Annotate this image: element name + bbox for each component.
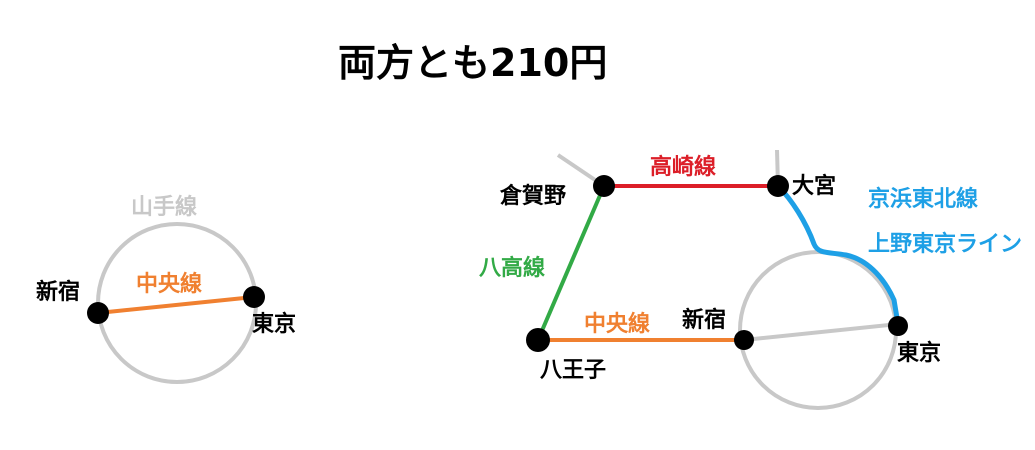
takasaki-line-label: 高崎線 — [650, 154, 716, 180]
station-marker-hachioji — [526, 328, 550, 352]
left-route-diagram: 山手線 中央線 新宿 東京 — [36, 194, 296, 384]
hachiko-line — [536, 185, 606, 341]
station-label-tokyo-right: 東京 — [897, 340, 941, 366]
station-label-tokyo-left: 東京 — [252, 311, 296, 337]
yamanote-loop-right — [738, 250, 898, 410]
station-label-shinjuku-left: 新宿 — [36, 279, 80, 305]
hachiko-line-label: 八高線 — [479, 255, 545, 281]
station-marker-tokyo-right — [888, 316, 908, 336]
chuo-line-label-left: 中央線 — [136, 271, 202, 297]
chuo-line-left — [97, 295, 255, 315]
page-title: 両方とも210円 — [338, 41, 607, 85]
station-marker-tokyo-left — [243, 286, 265, 308]
yamanote-chord-right — [743, 322, 899, 342]
chuo-line-label-right: 中央線 — [584, 311, 650, 337]
station-marker-shinjuku-right — [734, 330, 754, 350]
ueno-tokyo-line-label: 上野東京ライン — [868, 231, 1022, 257]
station-label-kuragano: 倉賀野 — [499, 183, 566, 209]
station-label-shinjuku-right: 新宿 — [682, 307, 726, 333]
station-marker-kuragano — [593, 175, 615, 197]
yamanote-line-label: 山手線 — [131, 194, 197, 220]
keihin-tohoku-line — [776, 184, 901, 325]
station-label-hachioji: 八王子 — [540, 358, 606, 383]
station-marker-shinjuku-left — [87, 302, 109, 324]
right-route-diagram: 高崎線 八高線 中央線 京浜東北線 上野東京ライン 倉賀野 大宮 八王子 新宿 … — [479, 149, 1022, 410]
keihin-tohoku-line-label: 京浜東北線 — [868, 186, 978, 212]
station-marker-omiya — [767, 175, 789, 197]
station-label-omiya: 大宮 — [792, 173, 836, 199]
